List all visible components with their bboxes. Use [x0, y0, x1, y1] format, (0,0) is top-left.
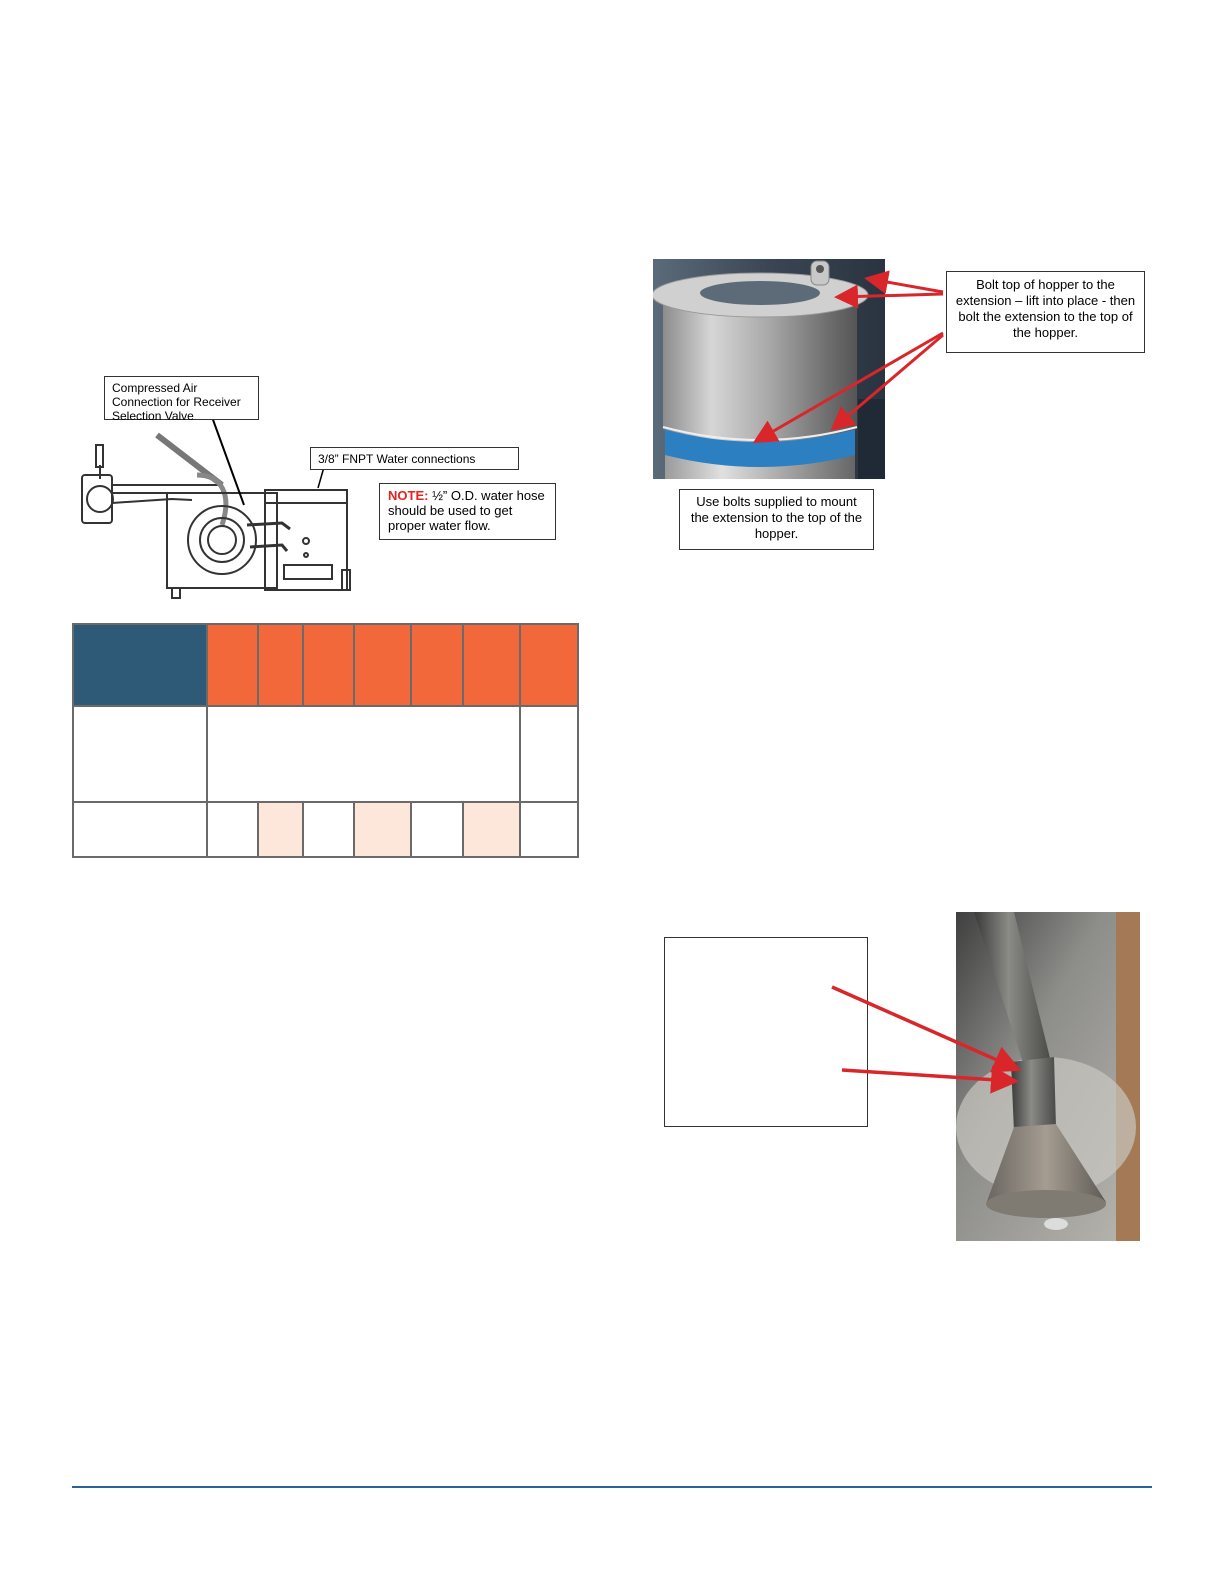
callout-line: Selection Valve	[112, 409, 194, 423]
callout-bolt-hopper: Bolt top of hopper to the extension – li…	[946, 271, 1145, 353]
hopper-photo	[653, 259, 885, 479]
spec-table	[72, 623, 579, 858]
callout-use-bolts: Use bolts supplied to mount the extensio…	[679, 489, 874, 550]
table-header-cell	[72, 623, 208, 707]
callout-water-connections: 3/8” FNPT Water connections	[310, 447, 519, 470]
table-cell	[257, 801, 304, 858]
callout-note-water-hose: NOTE: ½” O.D. water hose should be used …	[379, 483, 556, 540]
table-cell	[72, 801, 208, 858]
table-cell	[353, 801, 412, 858]
table-cell	[462, 801, 521, 858]
table-cell	[302, 801, 355, 858]
table-cell	[206, 801, 259, 858]
table-cell	[410, 801, 464, 858]
table-cell	[519, 705, 579, 803]
table-header-row	[72, 623, 579, 707]
footer-rule	[72, 1486, 1152, 1488]
table-cell	[206, 705, 521, 803]
table-cell	[519, 801, 579, 858]
callout-text: 3/8” FNPT Water connections	[318, 452, 476, 466]
table-header-cell	[302, 623, 355, 707]
table-header-cell	[206, 623, 259, 707]
table-header-cell	[353, 623, 412, 707]
pointer-arrow-icon	[831, 985, 1022, 1094]
funnel-photo	[956, 912, 1140, 1241]
callout-line: Connection for Receiver	[112, 395, 241, 409]
table-cell	[72, 705, 208, 803]
table-header-cell	[462, 623, 521, 707]
callout-text: Bolt top of hopper to the extension – li…	[955, 277, 1136, 340]
callout-text: Use bolts supplied to mount the extensio…	[690, 494, 863, 541]
machine-drawing	[81, 416, 351, 599]
note-text: ½” O.D. water hose should be used to get…	[388, 488, 545, 533]
table-header-cell	[257, 623, 304, 707]
pointer-arrow-icon	[752, 270, 944, 444]
callout-line: Compressed Air	[112, 381, 198, 395]
callout-compressed-air: Compressed Air Connection for Receiver S…	[104, 376, 259, 423]
table-header-cell	[410, 623, 464, 707]
machine-diagram	[72, 375, 592, 610]
table-header-cell	[519, 623, 579, 707]
callout-box-empty	[664, 937, 868, 1127]
table-row	[72, 801, 579, 858]
table-row	[72, 705, 579, 803]
note-label: NOTE:	[388, 488, 429, 503]
